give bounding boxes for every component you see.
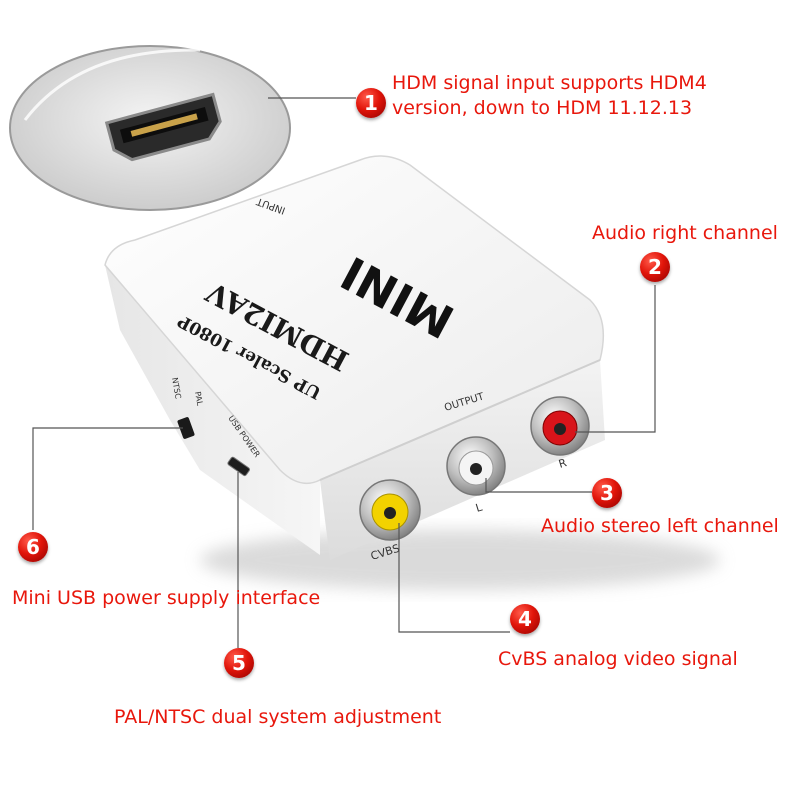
port-l-label: L	[474, 500, 484, 514]
port-r-label: R	[557, 456, 568, 471]
switch-label-pal: PAL	[193, 391, 204, 407]
callout-badge-1: 1	[356, 88, 386, 118]
callout-text-2: Audio right channel	[592, 222, 778, 244]
leader-line-2	[575, 285, 656, 433]
pal-ntsc-switch	[177, 417, 195, 439]
rca-port-l	[446, 436, 506, 496]
device-left-side	[105, 265, 320, 555]
switch-label-ntsc: NTSC	[170, 377, 183, 400]
callout-badge-6: 6	[18, 532, 48, 562]
device-top-face	[104, 155, 605, 485]
mini-usb-port	[227, 456, 251, 477]
rca-port-cvbs	[359, 479, 421, 541]
device-top-edge	[319, 359, 601, 481]
leader-line-6	[32, 427, 183, 530]
leader-line-4	[398, 523, 510, 633]
callout-text-1b: version, down to HDM 11.12.13	[392, 97, 693, 119]
hdmi-port-zoom	[104, 92, 222, 162]
zoom-edge-highlight	[23, 48, 201, 121]
callout-badge-5: 5	[224, 648, 254, 678]
callout-text-3: Audio stereo left channel	[541, 515, 779, 537]
callout-badge-3: 3	[592, 478, 622, 508]
callout-text-1a: HDM signal input supports HDM4	[392, 72, 707, 94]
callout-text-6: Mini USB power supply interface	[12, 587, 321, 609]
device-shadow	[200, 530, 720, 590]
callout-text-5: PAL/NTSC dual system adjustment	[114, 706, 442, 728]
callout-text-4: CvBS analog video signal	[498, 648, 738, 670]
rca-port-r	[530, 396, 590, 456]
callout-badge-2: 2	[640, 252, 670, 282]
callout-badge-4: 4	[510, 604, 540, 634]
leader-line-3	[485, 478, 592, 493]
